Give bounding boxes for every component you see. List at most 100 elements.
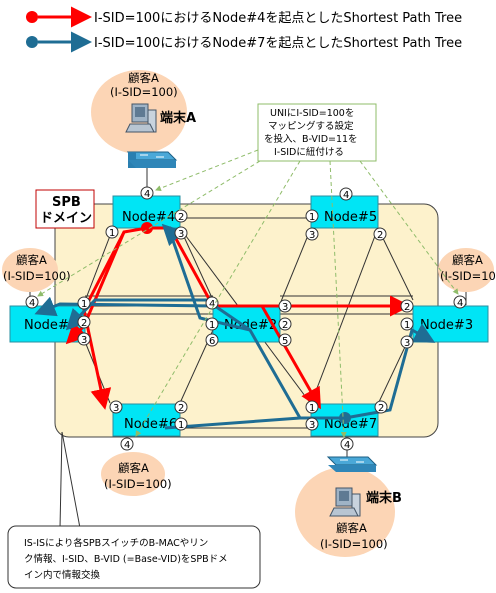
note-isis-line2: ク情報、I-SID、B-VID (=Base-VID)をSPBドメ bbox=[24, 553, 228, 565]
svg-text:2: 2 bbox=[282, 320, 288, 331]
note-isis: IS-ISにより各SPBスイッチのB-MACやリン ク情報、I-SID、B-VI… bbox=[7, 431, 261, 589]
port-n6-4: 4 bbox=[120, 437, 134, 451]
cust-left-isid: (I-SID=100) bbox=[3, 269, 71, 283]
svg-text:2: 2 bbox=[378, 403, 384, 414]
port-n5-3: 3 bbox=[305, 227, 319, 241]
blue-root-node7 bbox=[339, 412, 351, 424]
ports: 4 1 2 3 4 1 3 2 4 1 2 3 4 1 6 3 2 5 4 2 … bbox=[25, 186, 467, 451]
port-n2-4: 4 bbox=[205, 296, 219, 310]
svg-text:1: 1 bbox=[309, 403, 315, 414]
switch-icon bbox=[126, 151, 178, 168]
port-n5-2: 2 bbox=[373, 227, 387, 241]
port-n5-4: 4 bbox=[339, 187, 353, 201]
pc-terminal-icon bbox=[329, 487, 361, 517]
port-n7-4: 4 bbox=[340, 437, 354, 451]
spb-label-1: SPB bbox=[52, 195, 81, 210]
uni-arrows bbox=[37, 149, 459, 438]
legend-blue-text: I-SID=100におけるNode#7を起点としたShortest Path T… bbox=[94, 36, 462, 51]
note-uni-line1: UNIにI-SID=100を bbox=[270, 108, 354, 119]
node-5[interactable]: Node#5 bbox=[310, 195, 379, 229]
node-6[interactable]: Node#6 bbox=[112, 403, 181, 437]
svg-text:3: 3 bbox=[282, 302, 288, 313]
port-n3-3: 3 bbox=[400, 335, 414, 349]
legend-blue: I-SID=100におけるNode#7を起点としたShortest Path T… bbox=[26, 31, 462, 53]
node-6-label: Node#6 bbox=[124, 417, 177, 432]
port-n4-1: 1 bbox=[105, 225, 119, 239]
svg-text:2: 2 bbox=[404, 302, 410, 313]
cust-left-name: 顧客A bbox=[16, 253, 47, 267]
note-uni-line3: を投入、B-VID=11を bbox=[264, 133, 358, 145]
port-n3-1: 1 bbox=[400, 317, 414, 331]
port-n1-3: 3 bbox=[77, 332, 91, 346]
customer-left-blob bbox=[2, 248, 58, 292]
port-n4-3: 3 bbox=[174, 226, 188, 240]
customer-bottomleft-blob bbox=[101, 452, 165, 496]
switch-icon bbox=[326, 456, 378, 472]
svg-text:3: 3 bbox=[309, 230, 315, 241]
port-n6-1: 1 bbox=[174, 417, 188, 431]
port-n2-2: 2 bbox=[278, 317, 292, 331]
port-n2-5: 5 bbox=[278, 333, 292, 347]
cust-right-name: 顧客A bbox=[452, 253, 483, 267]
port-n2-3: 3 bbox=[278, 299, 292, 313]
svg-text:1: 1 bbox=[309, 212, 315, 223]
red-root-node4 bbox=[141, 222, 153, 234]
port-n6-2: 2 bbox=[174, 400, 188, 414]
port-n2-6: 6 bbox=[205, 333, 219, 347]
cust-bottom-isid: (I-SID=100) bbox=[320, 537, 388, 551]
node-7-label: Node#7 bbox=[324, 417, 377, 432]
svg-text:2: 2 bbox=[178, 212, 184, 223]
svg-text:4: 4 bbox=[29, 298, 35, 309]
node-5-label: Node#5 bbox=[324, 210, 377, 225]
svg-text:3: 3 bbox=[81, 335, 87, 346]
port-n7-2: 2 bbox=[374, 400, 388, 414]
cust-top-name: 顧客A bbox=[128, 71, 159, 85]
node-3-label: Node#3 bbox=[420, 318, 473, 333]
cust-top-terminal: 端末A bbox=[160, 110, 196, 126]
port-n7-1: 1 bbox=[305, 400, 319, 414]
note-uni-line2: マッピングする設定 bbox=[268, 120, 354, 132]
customer-right-blob bbox=[438, 248, 494, 292]
legend-red-text: I-SID=100におけるNode#4を起点としたShortest Path T… bbox=[94, 11, 462, 26]
svg-text:5: 5 bbox=[282, 336, 288, 347]
port-n3-2: 2 bbox=[400, 299, 414, 313]
note-isis-line3: イン内で情報交換 bbox=[24, 569, 101, 581]
port-n1-1: 1 bbox=[77, 296, 91, 310]
svg-text:1: 1 bbox=[178, 420, 184, 431]
svg-text:4: 4 bbox=[343, 190, 349, 201]
cust-right-isid: (I-SID=100) bbox=[440, 269, 496, 283]
port-n7-3: 3 bbox=[305, 417, 319, 431]
svg-text:6: 6 bbox=[209, 336, 215, 347]
cust-bl-isid: (I-SID=100) bbox=[104, 477, 172, 491]
note-uni: UNIにI-SID=100を マッピングする設定 を投入、B-VID=11を I… bbox=[257, 103, 377, 162]
svg-text:4: 4 bbox=[144, 189, 150, 200]
svg-text:4: 4 bbox=[209, 299, 215, 310]
port-n1-2: 2 bbox=[77, 315, 91, 329]
svg-text:3: 3 bbox=[309, 420, 315, 431]
svg-text:3: 3 bbox=[178, 229, 184, 240]
port-n4-2: 2 bbox=[174, 209, 188, 223]
svg-text:2: 2 bbox=[81, 318, 87, 329]
red-spt bbox=[65, 226, 411, 410]
svg-text:3: 3 bbox=[113, 403, 119, 414]
port-n4-4: 4 bbox=[140, 186, 154, 200]
legend-red: I-SID=100におけるNode#4を起点としたShortest Path T… bbox=[26, 6, 462, 28]
port-n5-1: 1 bbox=[305, 209, 319, 223]
note-uni-line4: I-SIDに紐付ける bbox=[274, 146, 344, 158]
svg-text:4: 4 bbox=[124, 440, 130, 451]
cust-bottom-name: 顧客A bbox=[336, 521, 367, 535]
cust-top-isid: (I-SID=100) bbox=[110, 85, 178, 99]
svg-text:4: 4 bbox=[457, 298, 463, 309]
port-n6-3: 3 bbox=[109, 400, 123, 414]
svg-text:1: 1 bbox=[209, 320, 215, 331]
spb-label-2: ドメイン bbox=[40, 211, 92, 226]
svg-text:4: 4 bbox=[344, 440, 350, 451]
spb-domain-label: SPB ドメイン bbox=[35, 189, 95, 229]
svg-text:1: 1 bbox=[109, 228, 115, 239]
note-isis-line1: IS-ISにより各SPBスイッチのB-MACやリン bbox=[24, 537, 208, 549]
svg-text:1: 1 bbox=[404, 320, 410, 331]
pc-terminal-icon bbox=[125, 103, 157, 133]
blue-spt bbox=[34, 223, 436, 430]
